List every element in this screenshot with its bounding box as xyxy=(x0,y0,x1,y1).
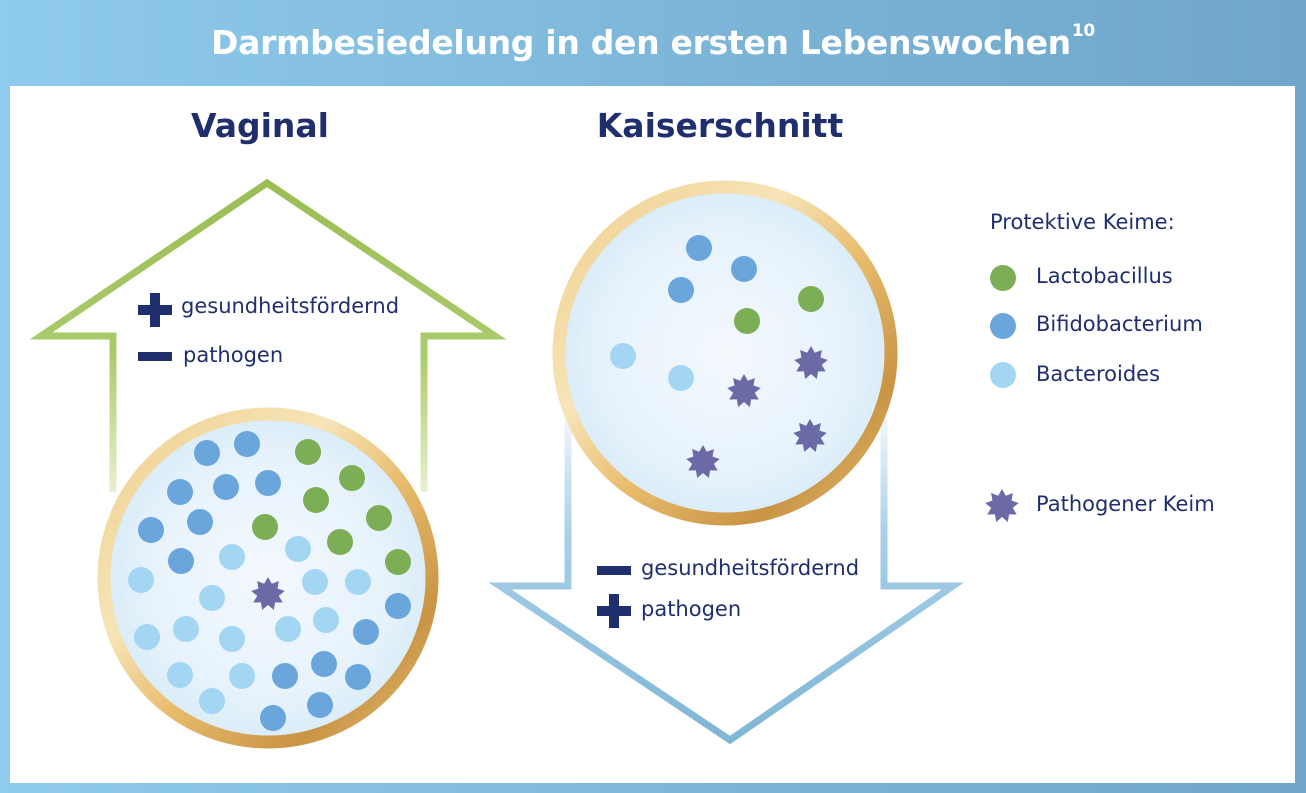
lactobacillus-dot xyxy=(295,439,321,465)
lactobacillus-dot xyxy=(339,465,365,491)
bacteroides-dot xyxy=(219,544,245,570)
kaiserschnitt-pathogen-star xyxy=(727,374,761,407)
legend-bacteroides-dot xyxy=(990,362,1016,388)
kaiserschnitt-plus-label: pathogen xyxy=(641,597,742,621)
bifidobacterium-dot xyxy=(167,479,193,505)
diagram-title: Darmbesiedelung in den ersten Lebenswoch… xyxy=(0,0,1306,86)
vaginal-minus-label: pathogen xyxy=(183,343,284,367)
bifidobacterium-dot xyxy=(385,593,411,619)
vaginal-plus-label: gesundheitsfördernd xyxy=(181,294,400,318)
vaginal-plus-icon xyxy=(138,293,172,327)
bacteroides-dot xyxy=(229,663,255,689)
bifidobacterium-dot xyxy=(307,692,333,718)
lactobacillus-dot xyxy=(327,529,353,555)
bifidobacterium-dot xyxy=(194,440,220,466)
bacteroides-dot xyxy=(302,569,328,595)
pathogen-markers xyxy=(251,346,1019,610)
bacteroides-dot xyxy=(199,688,225,714)
legend-lactobacillus-dot xyxy=(990,265,1016,291)
bacteroides-dot xyxy=(285,536,311,562)
legend-bacteroides-label: Bacteroides xyxy=(1036,362,1161,386)
bacteroides-dot xyxy=(199,585,225,611)
legend-lactobacillus-label: Lactobacillus xyxy=(1036,264,1173,288)
title-footnote: 10 xyxy=(1071,21,1095,41)
down-arrow xyxy=(488,420,965,745)
bifidobacterium-dot xyxy=(731,256,757,282)
bifidobacterium-dot xyxy=(353,619,379,645)
lactobacillus-dot xyxy=(734,308,760,334)
bacteroides-dot xyxy=(275,616,301,642)
kaiserschnitt-pathogen-star xyxy=(686,445,720,478)
bacteroides-dot xyxy=(668,365,694,391)
bifidobacterium-dot xyxy=(272,663,298,689)
bifidobacterium-dot xyxy=(138,517,164,543)
kaiserschnitt-plus-icon xyxy=(597,594,631,628)
kaiserschnitt-pathogen-star xyxy=(794,346,828,379)
legend-pathogen-star xyxy=(985,489,1019,522)
bifidobacterium-dot xyxy=(168,548,194,574)
bifidobacterium-dot xyxy=(668,277,694,303)
vaginal-heading: Vaginal xyxy=(190,106,329,145)
lactobacillus-dot xyxy=(252,514,278,540)
legend-pathogen-label: Pathogener Keim xyxy=(1036,492,1215,516)
bacteroides-dot xyxy=(173,616,199,642)
bifidobacterium-dot xyxy=(255,470,281,496)
kaiserschnitt-bacteria xyxy=(610,235,824,391)
lactobacillus-dot xyxy=(385,549,411,575)
bacteroides-dot xyxy=(219,626,245,652)
legend-bifidobacterium-dot xyxy=(990,313,1016,339)
bacteroides-dot xyxy=(128,567,154,593)
vaginal-pathogen-star xyxy=(251,577,285,610)
kaiserschnitt-pathogen-star xyxy=(793,419,827,452)
bacteroides-dot xyxy=(313,607,339,633)
bifidobacterium-dot xyxy=(234,431,260,457)
lactobacillus-dot xyxy=(798,286,824,312)
bacteroides-dot xyxy=(167,662,193,688)
bifidobacterium-dot xyxy=(311,651,337,677)
bifidobacterium-dot xyxy=(260,705,286,731)
legend-bifidobacterium-label: Bifidobacterium xyxy=(1036,312,1203,336)
up-arrow xyxy=(29,178,507,492)
kaiserschnitt-minus-label: gesundheitsfördernd xyxy=(641,556,860,580)
bifidobacterium-dot xyxy=(686,235,712,261)
bacteroides-dot xyxy=(134,624,160,650)
vaginal-minus-icon xyxy=(138,352,172,361)
bacteroides-dot xyxy=(345,569,371,595)
bifidobacterium-dot xyxy=(187,509,213,535)
bifidobacterium-dot xyxy=(345,664,371,690)
kaiserschnitt-dish xyxy=(552,180,898,526)
kaiserschnitt-heading: Kaiserschnitt xyxy=(596,106,844,145)
lactobacillus-dot xyxy=(366,505,392,531)
legend-title: Protektive Keime: xyxy=(990,210,1175,234)
title-text: Darmbesiedelung in den ersten Lebenswoch… xyxy=(211,23,1071,62)
lactobacillus-dot xyxy=(303,487,329,513)
vaginal-bacteria xyxy=(128,431,411,731)
kaiserschnitt-minus-icon xyxy=(597,566,631,575)
bifidobacterium-dot xyxy=(213,474,239,500)
bacteroides-dot xyxy=(610,343,636,369)
